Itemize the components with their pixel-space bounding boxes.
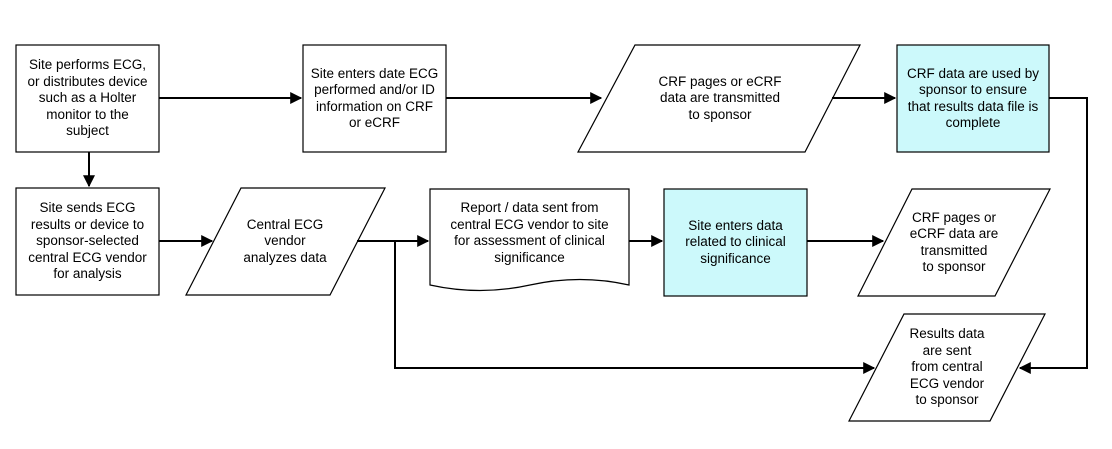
crf-transmitted-2-parallelogram [857, 188, 1051, 297]
site-sends-ecg-box [15, 187, 160, 296]
crf-used-by-sponsor-label: CRF data are used by sponsor to ensure t… [906, 65, 1040, 131]
arrow-vendor-to-results [394, 241, 876, 374]
site-performs-ecg-box [15, 44, 160, 153]
report-sent-document [429, 188, 630, 292]
site-enters-clinical-box [663, 188, 808, 297]
site-enters-clinical-label: Site enters data related to clinical sig… [685, 217, 786, 266]
arrow-sponsor-use-to-results [1018, 97, 1088, 374]
site-enters-date-box [302, 44, 447, 153]
results-sent-parallelogram [848, 313, 1046, 422]
results-sent-label: Results data are sent from central ECG v… [909, 326, 985, 408]
central-vendor-analyzes-label: Central ECG vendor analyzes data [243, 216, 327, 265]
site-performs-ecg-label: Site performs ECG, or distributes device… [27, 57, 148, 139]
site-sends-ecg-label: Site sends ECG results or device to spon… [28, 200, 147, 282]
crf-transmitted-1-parallelogram [577, 44, 861, 153]
central-vendor-analyzes-parallelogram [185, 187, 386, 296]
site-enters-date-label: Site enters date ECG performed and/or ID… [310, 65, 439, 131]
crf-used-by-sponsor-box [896, 44, 1050, 153]
crf-transmitted-1-label: CRF pages or eCRF data are transmitted t… [658, 73, 782, 122]
report-sent-label: Report / data sent from central ECG vend… [450, 200, 609, 265]
crf-transmitted-2-label: CRF pages or eCRF data are transmitted t… [909, 209, 999, 275]
